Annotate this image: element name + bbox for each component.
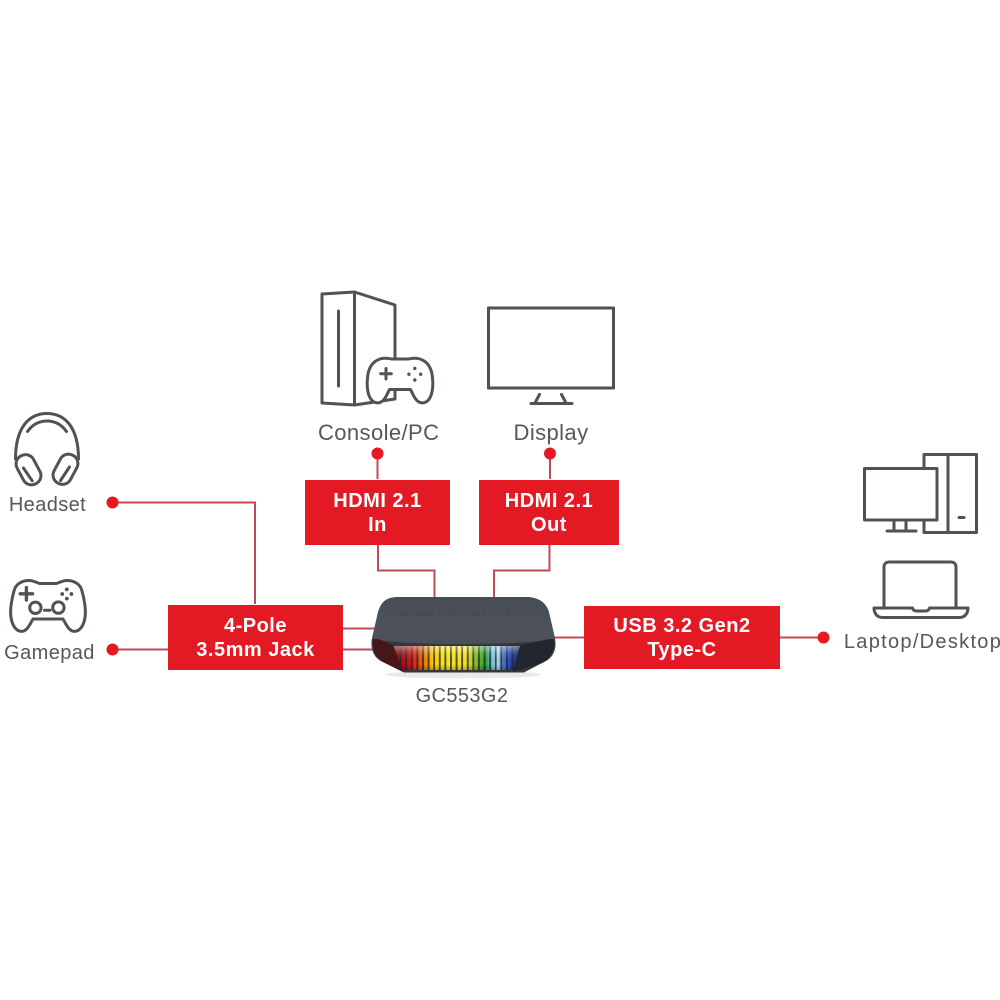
svg-text:AVerMedia LIVE GAMER ULTRA 2: AVerMedia LIVE GAMER ULTRA 2.1 <box>395 611 531 618</box>
